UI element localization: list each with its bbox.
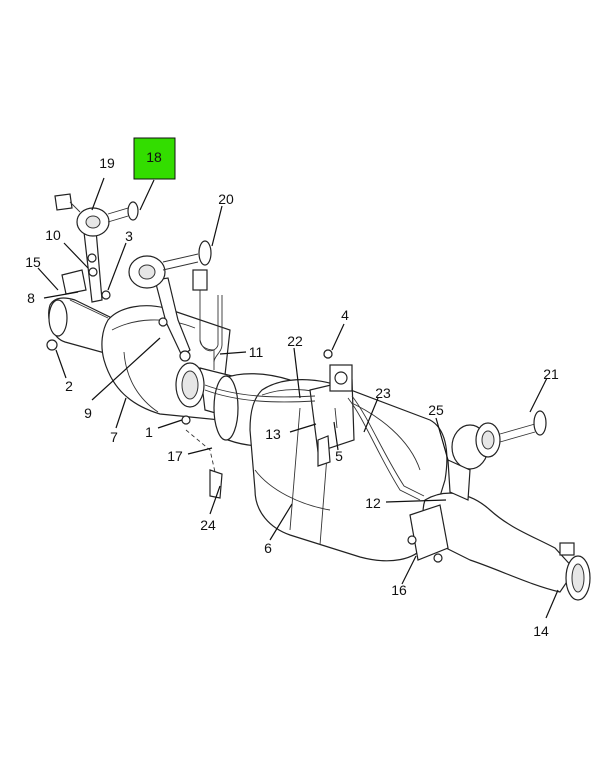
callout-14[interactable]: 14 [533, 623, 549, 639]
callout-18[interactable]: 18 [146, 149, 162, 165]
isolator-mount-19 [54, 193, 139, 237]
bolt-24-part [209, 469, 223, 499]
outlet-elbow [407, 492, 591, 601]
isolator-mount-20 [128, 240, 212, 289]
callout-6[interactable]: 6 [264, 540, 272, 556]
callout-17[interactable]: 17 [167, 448, 183, 464]
callout-8[interactable]: 8 [27, 290, 35, 306]
callout-21[interactable]: 21 [543, 366, 559, 382]
support-straps [61, 229, 191, 362]
drawing-artwork [46, 193, 591, 601]
callout-12[interactable]: 12 [365, 495, 381, 511]
callout-25[interactable]: 25 [428, 402, 444, 418]
leader-lines [37, 177, 559, 619]
callout-labels: 18 19 20 10 3 15 8 2 9 7 1 17 24 11 4 22… [25, 149, 559, 639]
callout-4[interactable]: 4 [341, 307, 349, 323]
callout-7[interactable]: 7 [110, 429, 118, 445]
callout-22[interactable]: 22 [287, 333, 303, 349]
isolator-mount-21 [447, 410, 547, 501]
sensor-bracket [309, 349, 355, 467]
callout-13[interactable]: 13 [265, 426, 281, 442]
callout-11[interactable]: 11 [249, 344, 264, 360]
callout-20[interactable]: 20 [218, 191, 234, 207]
callout-2[interactable]: 2 [65, 378, 73, 394]
callout-5[interactable]: 5 [335, 448, 343, 464]
callout-24[interactable]: 24 [200, 517, 216, 533]
callout-9[interactable]: 9 [84, 405, 92, 421]
callout-3[interactable]: 3 [125, 228, 133, 244]
callout-15[interactable]: 15 [25, 254, 41, 270]
callout-16[interactable]: 16 [391, 582, 407, 598]
callout-23[interactable]: 23 [375, 385, 391, 401]
callout-10[interactable]: 10 [45, 227, 61, 243]
bolt-2-part [46, 339, 58, 351]
nut-4-part [323, 349, 333, 359]
highlight-box-18 [133, 137, 176, 180]
callout-1[interactable]: 1 [145, 424, 153, 440]
mid-flange [175, 362, 216, 473]
sensor-tubing [192, 269, 425, 501]
callout-19[interactable]: 19 [99, 155, 115, 171]
